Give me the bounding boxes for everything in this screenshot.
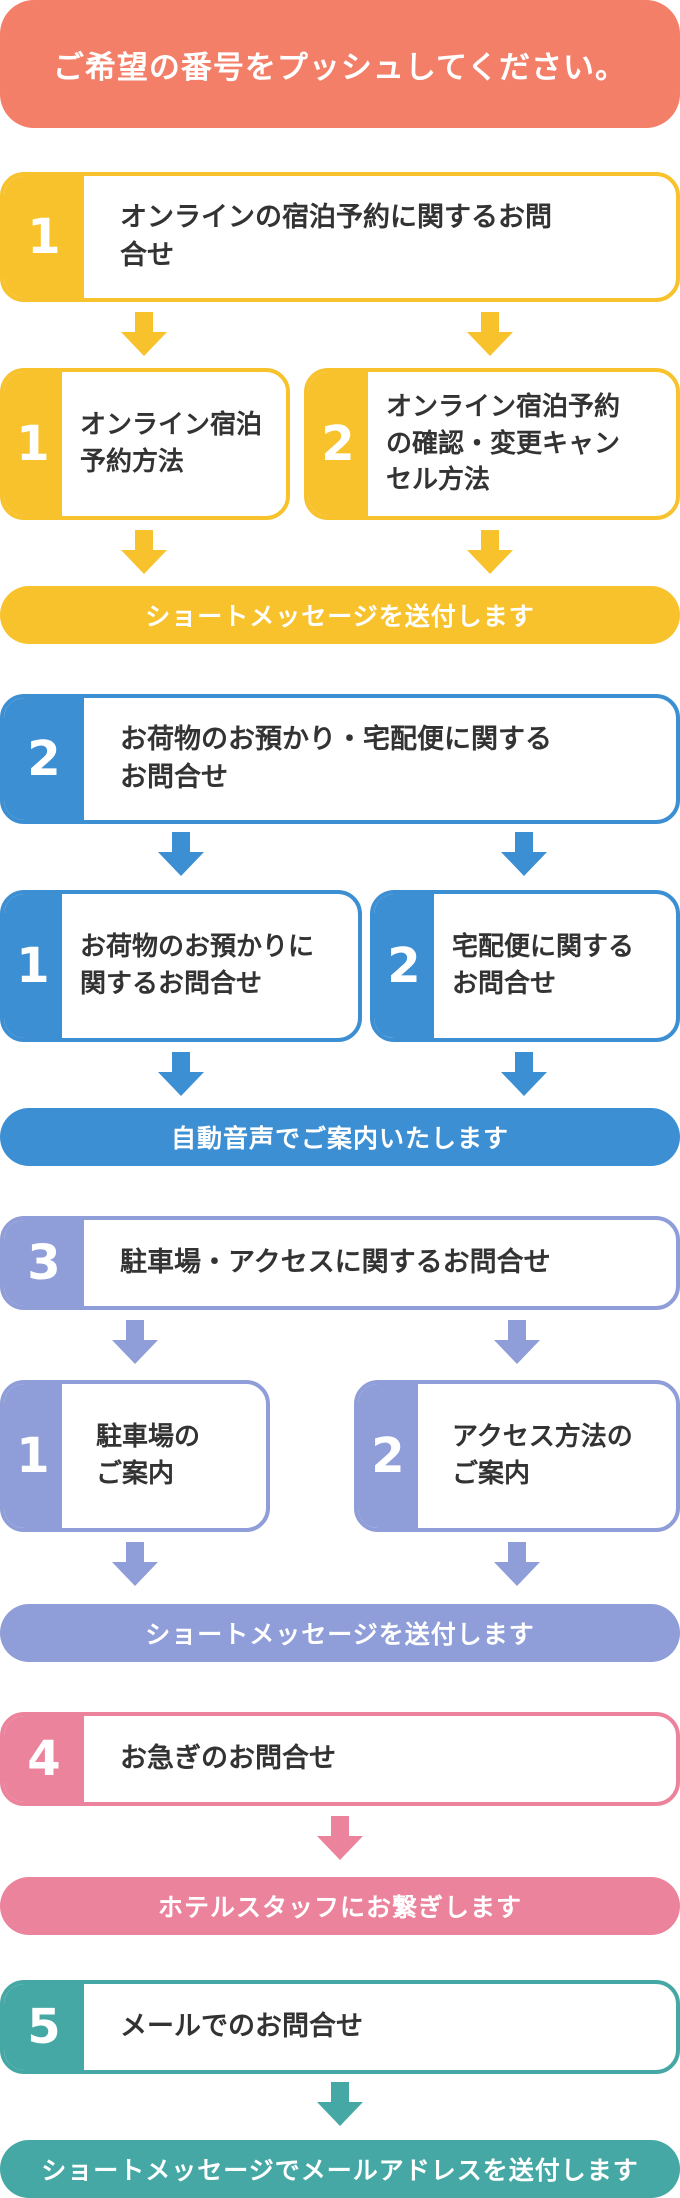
down-arrow-icon [112, 1542, 158, 1586]
option-number: 3 [4, 1220, 84, 1306]
down-arrow-icon [501, 1052, 547, 1096]
result-bar-5: ショートメッセージでメールアドレスを送付します [0, 2140, 680, 2198]
menu-option-3[interactable]: 3 駐車場・アクセスに関するお問合せ [0, 1216, 680, 1310]
down-arrow-icon [317, 2082, 363, 2126]
option-label: お荷物のお預かりに 関するお問合せ [80, 932, 315, 999]
down-arrow-icon [501, 832, 547, 876]
option-label: 駐車場の ご案内 [96, 1422, 201, 1489]
down-arrow-icon [121, 312, 167, 356]
page-title: ご希望の番号をプッシュしてください。 [0, 0, 680, 128]
sub-option-1-1[interactable]: 1 オンライン宿泊 予約方法 [0, 368, 290, 520]
option-number: 2 [308, 372, 368, 516]
option-label: オンライン宿泊 予約方法 [80, 410, 263, 477]
sub-option-3-1[interactable]: 1 駐車場の ご案内 [0, 1380, 270, 1532]
option-label: メールでのお問合せ [120, 2010, 363, 2042]
option-number: 1 [4, 894, 62, 1038]
menu-option-5[interactable]: 5 メールでのお問合せ [0, 1980, 680, 2074]
result-bar-1: ショートメッセージを送付します [0, 586, 680, 644]
option-label: アクセス方法の ご案内 [452, 1422, 633, 1489]
menu-option-2[interactable]: 2 お荷物のお預かり・宅配便に関する お問合せ [0, 694, 680, 824]
option-number: 2 [4, 698, 84, 820]
option-label: お急ぎのお問合せ [120, 1742, 336, 1774]
down-arrow-icon [112, 1320, 158, 1364]
down-arrow-icon [158, 832, 204, 876]
option-number: 1 [4, 1384, 62, 1528]
option-number: 1 [4, 176, 84, 298]
option-label: お荷物のお預かり・宅配便に関する お問合せ [120, 723, 552, 793]
sub-option-3-2[interactable]: 2 アクセス方法の ご案内 [354, 1380, 680, 1532]
result-bar-4: ホテルスタッフにお繋ぎします [0, 1877, 680, 1935]
sub-option-2-1[interactable]: 1 お荷物のお預かりに 関するお問合せ [0, 890, 362, 1042]
option-number: 2 [358, 1384, 418, 1528]
option-label: オンライン宿泊予約 の確認・変更キャン セル方法 [386, 391, 621, 496]
option-number: 2 [374, 894, 434, 1038]
down-arrow-icon [317, 1816, 363, 1860]
down-arrow-icon [467, 312, 513, 356]
sub-option-1-2[interactable]: 2 オンライン宿泊予約 の確認・変更キャン セル方法 [304, 368, 680, 520]
menu-option-1[interactable]: 1 オンラインの宿泊予約に関するお問 合せ [0, 172, 680, 302]
down-arrow-icon [121, 530, 167, 574]
result-bar-2: 自動音声でご案内いたします [0, 1108, 680, 1166]
option-number: 1 [4, 372, 62, 516]
result-bar-3: ショートメッセージを送付します [0, 1604, 680, 1662]
down-arrow-icon [467, 530, 513, 574]
menu-option-4[interactable]: 4 お急ぎのお問合せ [0, 1712, 680, 1806]
down-arrow-icon [158, 1052, 204, 1096]
sub-option-2-2[interactable]: 2 宅配便に関する お問合せ [370, 890, 680, 1042]
option-label: オンラインの宿泊予約に関するお問 合せ [120, 201, 552, 271]
down-arrow-icon [494, 1542, 540, 1586]
option-label: 駐車場・アクセスに関するお問合せ [120, 1246, 551, 1278]
down-arrow-icon [494, 1320, 540, 1364]
option-number: 4 [4, 1716, 84, 1802]
option-number: 5 [4, 1984, 84, 2070]
option-label: 宅配便に関する お問合せ [452, 932, 635, 999]
